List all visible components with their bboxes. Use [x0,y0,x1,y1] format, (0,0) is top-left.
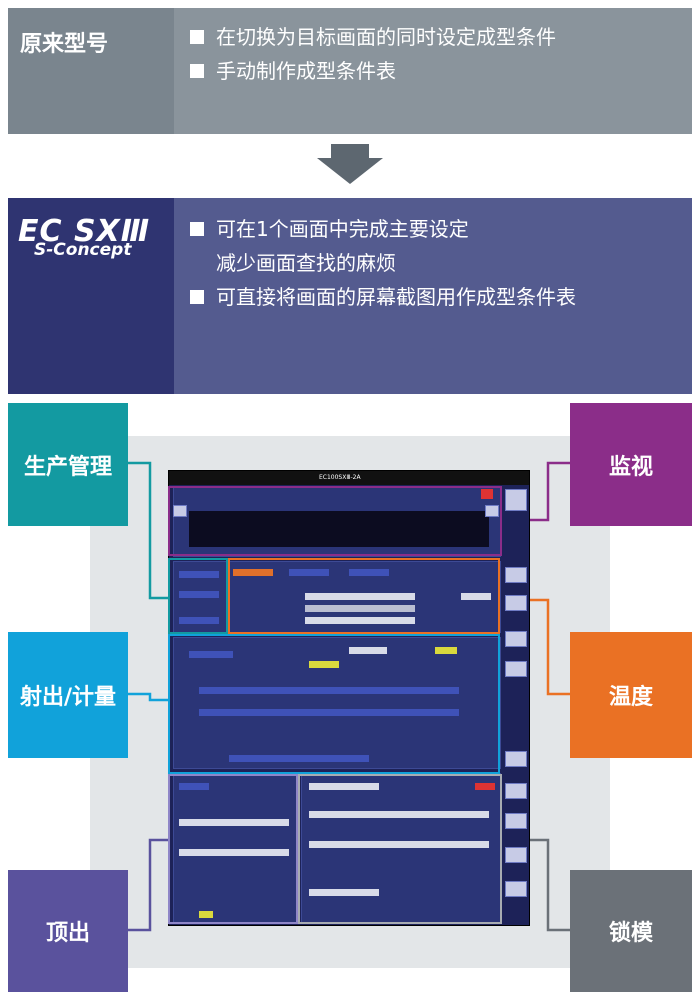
new-model-logo-panel [8,198,174,394]
ec-sx-logo: EC SXⅢ [18,214,151,249]
ejector-count-field [199,911,213,918]
tag-ejector: 顶出 [8,870,128,992]
tag-temperature: 温度 [570,632,692,758]
temp-chart-button[interactable] [505,631,527,647]
injection-panel [173,637,501,769]
old-feature-1: 在切换为目标画面的同时设定成型条件 [190,20,556,54]
new-model-features: 可在1个画面中完成主要设定 减少画面查找的麻烦 可直接将画面的屏幕截图用作成型条… [190,212,576,314]
scroll-left-button[interactable] [173,505,187,517]
ejector-mode-button[interactable] [179,783,209,790]
production-time-field[interactable] [179,617,219,624]
clamp-force-field[interactable] [309,889,379,896]
new-feature-1-cont: 减少画面查找的麻烦 [216,251,396,275]
new-feature-1: 可在1个画面中完成主要设定 [190,212,576,246]
bullet-square-icon [190,289,204,304]
nozzle-temp-field[interactable] [461,593,491,600]
injection-button[interactable] [505,783,527,799]
bullet-square-icon [190,29,204,44]
tag-clamp: 锁模 [570,870,692,992]
temp-actual-row [305,605,415,612]
temp-mode-button[interactable] [289,569,329,576]
machine-screen: EC100SXⅢ-2A [168,470,530,926]
ejector-position-row[interactable] [179,819,289,826]
tag-production-management: 生产管理 [8,403,128,526]
mold-button[interactable] [505,813,527,829]
production-target-field[interactable] [179,591,219,598]
metering-field[interactable] [349,647,387,654]
clamp-panel [301,773,501,923]
old-model-features: 在切换为目标画面的同时设定成型条件 手动制作成型条件表 [190,20,556,88]
tag-monitor: 监视 [570,403,692,526]
s-concept-logo: S-Concept [34,240,132,260]
temp-on-button[interactable] [233,569,273,576]
close-icon[interactable] [481,489,493,499]
clamp-open-row[interactable] [309,811,489,818]
down-arrow-head-icon [317,158,383,184]
ejector-panel [173,773,299,923]
clamp-alarm-indicator [475,783,495,790]
down-arrow-icon [331,144,369,158]
injection-pressure-bar[interactable] [199,687,459,694]
screen-title: EC100SXⅢ-2A [319,474,361,481]
ejector-button[interactable] [505,847,527,863]
metering-speed-bar[interactable] [229,755,369,762]
cylinder-button[interactable] [505,661,527,677]
thermometer-button[interactable] [505,751,527,767]
new-feature-2: 可直接将画面的屏幕截图用作成型条件表 [190,280,576,314]
clamp-button[interactable] [505,881,527,897]
ejector-speed-row[interactable] [179,849,289,856]
clamp-close-row[interactable] [309,841,489,848]
bullet-square-icon [190,63,204,78]
graph-button[interactable] [505,595,527,611]
monitor-button[interactable] [505,567,527,583]
v-logo-button[interactable] [505,489,527,511]
monitor-table [189,511,489,547]
production-count-field[interactable] [179,571,219,578]
injection-speed-bar[interactable] [199,709,459,716]
temp-setpoint-row[interactable] [305,593,415,600]
screw-position-field [309,661,339,668]
vp-position-field [435,647,457,654]
screen-top-bar [169,471,529,485]
temp-mode2-button[interactable] [349,569,389,576]
bullet-square-icon [190,221,204,236]
temp-output-row [305,617,415,624]
old-model-label: 原来型号 [8,8,174,134]
scroll-right-button[interactable] [485,505,499,517]
injection-mode-button[interactable] [189,651,233,658]
tag-injection-metering: 射出/计量 [8,632,128,758]
old-feature-2: 手动制作成型条件表 [190,54,556,88]
clamp-position-row[interactable] [309,783,379,790]
